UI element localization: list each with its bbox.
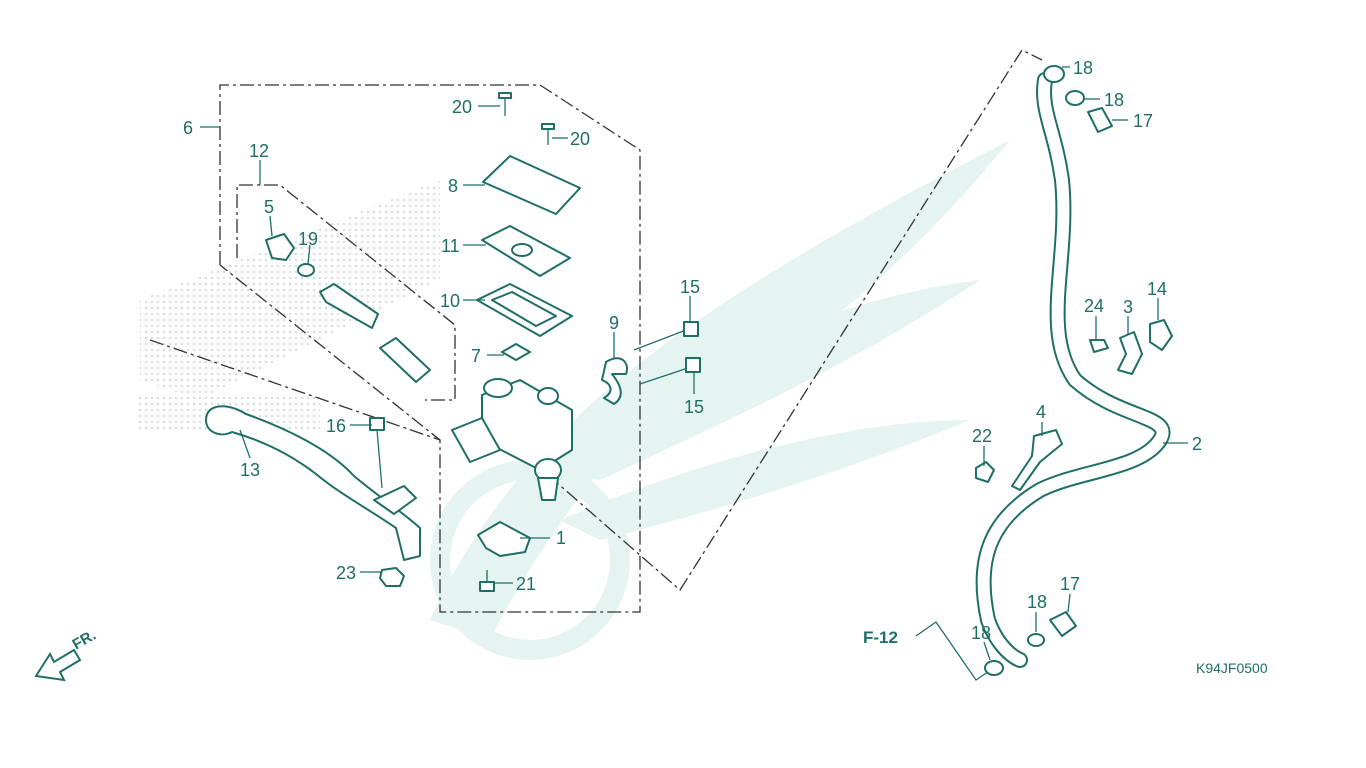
callout-9: 9 [609,313,619,333]
callout-6: 6 [183,118,193,138]
callout-21: 21 [516,574,536,594]
washer-18-bottom [984,660,1004,676]
circlip-19 [297,263,315,277]
brake-switch [477,521,531,557]
washer-18-second [1065,90,1085,106]
assembly-dash-inner [149,339,441,441]
callout-3: 3 [1123,297,1133,317]
boot-5 [265,233,295,261]
leader-lines [200,66,1188,681]
bolt-15-upper [633,321,699,351]
dotted-shading [136,180,440,430]
callout-19: 19 [298,229,318,249]
holder-9 [601,357,628,405]
master-cylinder-body [451,378,573,501]
callout-11: 11 [441,236,460,256]
callout-4: 4 [1036,402,1046,422]
spring [379,337,431,383]
nut-23 [379,567,405,587]
callout-15-lower: 15 [684,397,704,417]
reference-label: F-12 [863,628,898,647]
bolt-17-top [1087,107,1113,133]
lever-pivot [373,485,417,515]
callout-15-upper: 15 [680,277,700,297]
diaphragm-inner [491,291,557,327]
callout-2: 2 [1192,434,1202,454]
callout-17-top: 17 [1133,111,1153,131]
bolt-24 [1089,339,1109,353]
hose-reference-line [547,49,1043,591]
brake-hose [975,72,1171,668]
stay-4 [1011,429,1063,491]
clamp-14 [1149,319,1173,351]
assembly-12-boundary [236,184,456,401]
washer-18-top [1043,65,1065,83]
clamp-3 [1117,331,1143,375]
clip-7 [501,343,531,361]
bolt-17-bottom [1049,611,1077,637]
callout-13: 13 [240,460,260,480]
screw-20-upper [498,92,512,116]
callout-24: 24 [1084,296,1104,316]
callout-16: 16 [326,416,346,436]
callout-18-bottom: 18 [971,623,991,643]
callout-8: 8 [448,176,458,196]
assembly-6-boundary [219,84,641,613]
reservoir-cap [482,155,581,215]
front-direction-arrow-icon [34,648,82,682]
callout-18-lower: 18 [1027,592,1047,612]
callout-20-lower: 20 [570,129,590,149]
callout-10: 10 [440,291,460,311]
callout-18-top: 18 [1073,58,1093,78]
callout-22: 22 [972,426,992,446]
diagram-code: K94JF0500 [1196,660,1268,676]
screw-20-lower [541,123,555,145]
callout-12: 12 [249,141,269,161]
callout-17-bottom: 17 [1060,574,1080,594]
callout-14: 14 [1147,279,1167,299]
callout-1: 1 [556,528,566,548]
screw-21 [479,570,495,592]
piston [319,283,379,329]
callout-20-upper: 20 [452,97,472,117]
nut-22 [975,461,995,483]
callout-5: 5 [264,197,274,217]
bolt-15-lower [639,357,701,385]
callout-23: 23 [336,563,356,583]
washer-18-lower [1027,633,1045,647]
plate-hole [511,243,533,257]
watermark-logo [429,140,1010,660]
callout-7: 7 [471,346,481,366]
pivot-bolt-16 [369,417,385,489]
callout-18-second: 18 [1104,90,1124,110]
